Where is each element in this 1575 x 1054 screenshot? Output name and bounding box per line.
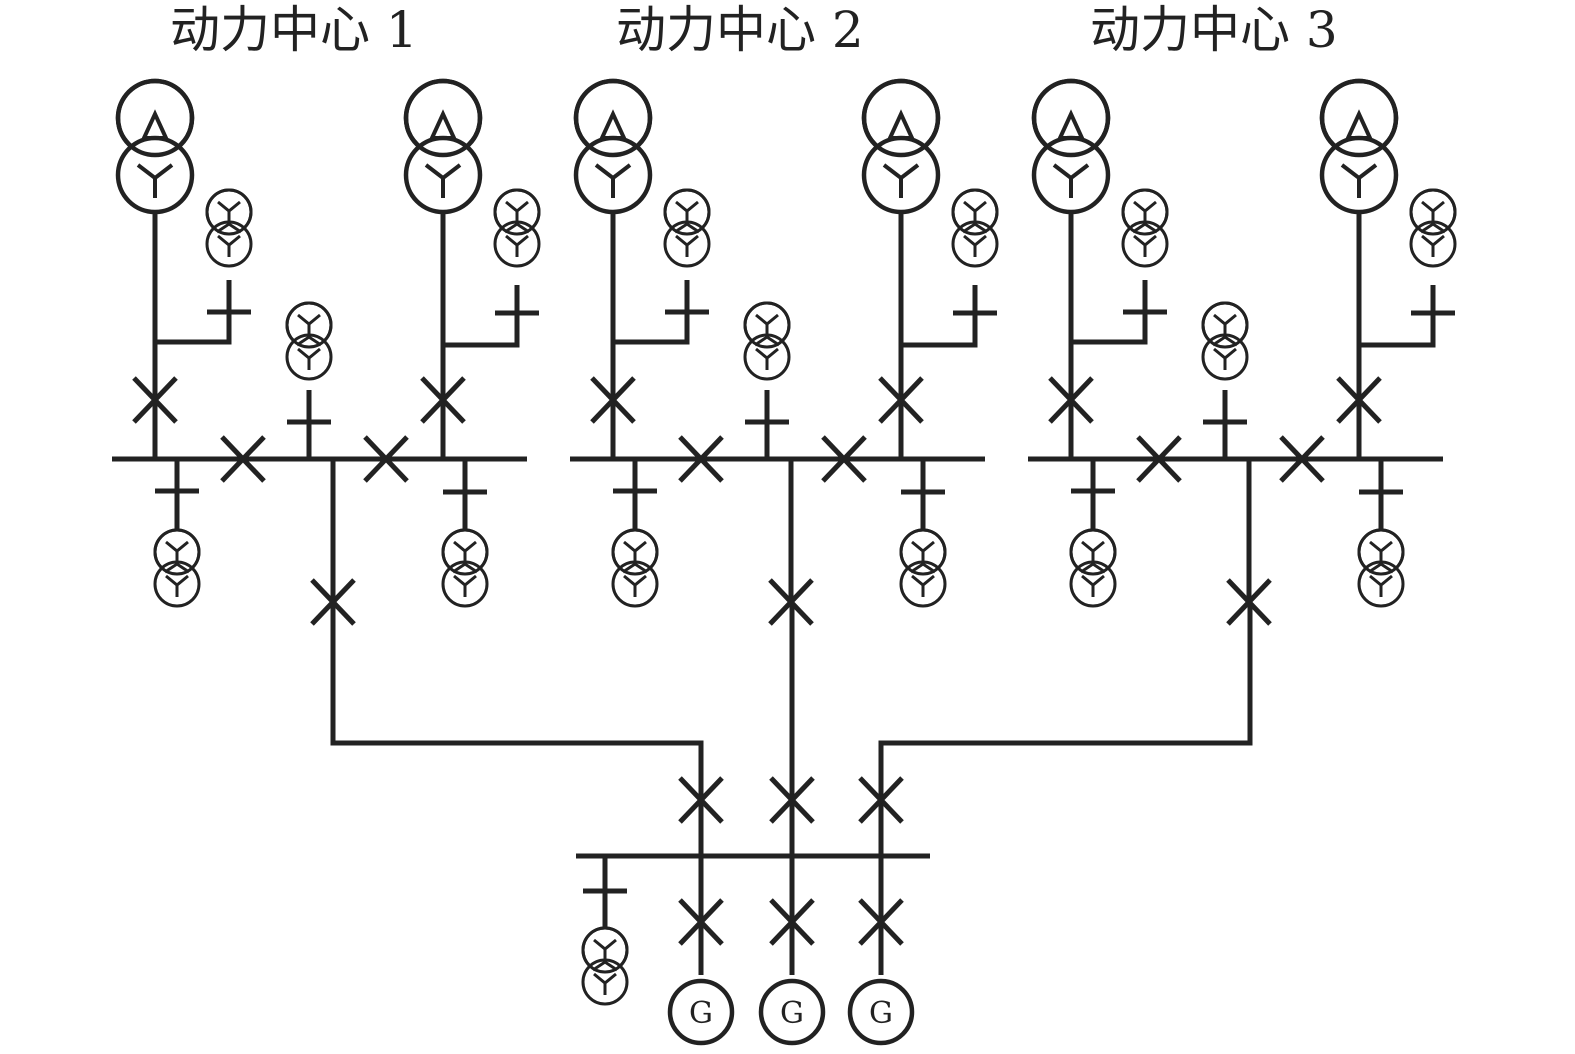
aux-transformer-mid: [1201, 301, 1249, 381]
main-transformer-right: [1322, 81, 1396, 212]
main-transformer-left: [118, 81, 192, 212]
generator-2-label: G: [780, 996, 804, 1031]
load-transformer-right: [441, 528, 489, 608]
power-center-1-title: 动力中心 1: [170, 1, 418, 59]
aux-transformer-left: [1121, 188, 1169, 268]
aux-transformer-mid: [743, 301, 791, 381]
aux-transformer-right: [951, 188, 999, 268]
power-center-3: [1028, 81, 1455, 624]
power-center-2-title: 动力中心 2: [616, 1, 864, 59]
main-transformer-right: [864, 81, 938, 212]
station-transformer: [581, 926, 629, 1006]
main-transformer-left: [576, 81, 650, 212]
generator-2-symbol: [758, 978, 826, 1046]
load-transformer-left: [611, 528, 659, 608]
main-transformer-right: [406, 81, 480, 212]
aux-transformer-mid: [285, 301, 333, 381]
aux-feeder-left-line: [613, 280, 690, 345]
aux-feeder-left-line: [1071, 280, 1148, 345]
generator-1-label: G: [689, 996, 713, 1031]
generator-1-symbol: [667, 978, 735, 1046]
generator-3-label: G: [869, 996, 893, 1031]
tie-line-center-3: [878, 600, 1253, 856]
load-transformer-right: [899, 528, 947, 608]
main-transformer-left: [1034, 81, 1108, 212]
power-center-2: [570, 81, 997, 624]
tie-line-center-1: [330, 600, 704, 856]
load-transformer-right: [1357, 528, 1405, 608]
aux-feeder-left-line: [155, 280, 232, 345]
aux-transformer-right: [493, 188, 541, 268]
aux-transformer-left: [205, 188, 253, 268]
power-centers-group: [112, 81, 1455, 624]
power-center-1: [112, 81, 539, 624]
aux-transformer-right: [1409, 188, 1457, 268]
generator-3-symbol: [847, 978, 915, 1046]
power-center-3-title: 动力中心 3: [1090, 1, 1338, 59]
load-transformer-left: [1069, 528, 1117, 608]
aux-feeder-right-line: [901, 285, 978, 348]
aux-transformer-left: [663, 188, 711, 268]
aux-feeder-right-line: [1359, 285, 1436, 348]
load-transformer-left: [153, 528, 201, 608]
aux-feeder-right-line: [443, 285, 520, 348]
